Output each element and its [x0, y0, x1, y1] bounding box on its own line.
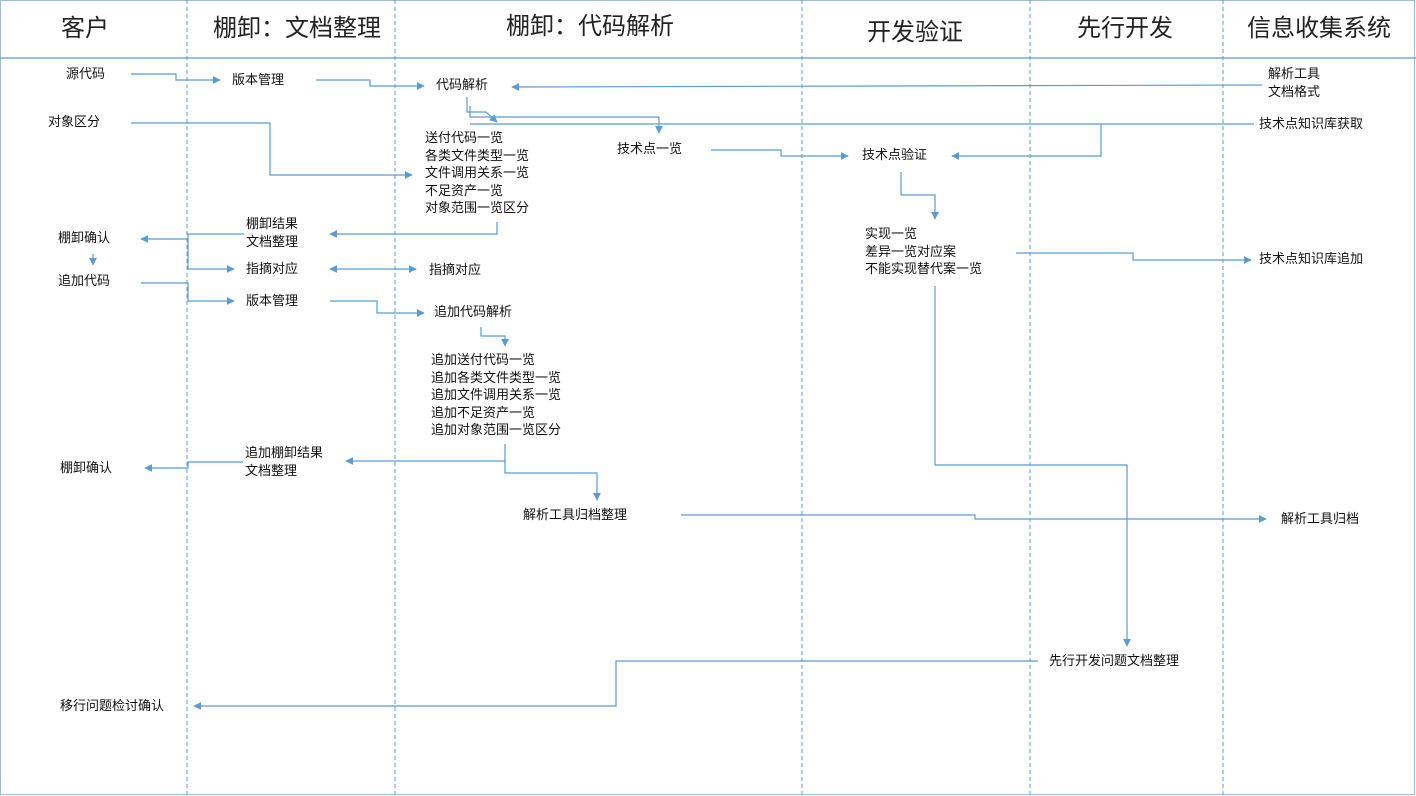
- node-add-code-parse: 追加代码解析: [434, 305, 513, 320]
- node-object-split: 对象区分: [48, 115, 101, 130]
- connector-parse-tool-to-code-parse: [511, 82, 1263, 91]
- node-tool-archive: 解析工具归档: [1281, 512, 1360, 527]
- connector-tech-verify-to-realize: [900, 172, 939, 220]
- connector-advance-issue-to-migration: [193, 660, 1038, 710]
- node-add-parse-outputs: 追加送付代码一览追加各类文件类型一览追加文件调用关系一览追加不足资产一览追加对象…: [431, 353, 562, 438]
- node-code-parse: 代码解析: [436, 78, 489, 93]
- node-inventory-confirm-2: 棚卸确认: [60, 461, 113, 476]
- connector-add-result-to-confirm-2: [144, 461, 243, 472]
- node-realize-list: 实现一览差异一览对应案不能实现替代案一览: [865, 227, 983, 277]
- lane-title-doc: 棚卸：文档整理: [213, 14, 381, 42]
- connector-kb-get-to-tech-verify: [951, 124, 1102, 160]
- connector-realize-to-kb-add: [1016, 252, 1252, 264]
- connector-outputs-to-inventory-result: [329, 222, 498, 238]
- node-inventory-confirm-1: 棚卸确认: [58, 231, 111, 246]
- lane-title-customer: 客户: [61, 14, 109, 42]
- connector-add-parse-to-outputs: [480, 327, 509, 347]
- connector-object-split-to-outputs: [131, 122, 413, 179]
- node-add-inventory-result: 追加棚卸结果文档整理: [245, 446, 324, 479]
- connector-source-code-to-version-mgmt: [131, 73, 221, 84]
- node-point-code: 指摘对应: [429, 263, 482, 278]
- node-migration-confirm: 移行问题检讨确认: [60, 699, 165, 714]
- lane-title-info: 信息收集系统: [1247, 14, 1391, 42]
- lane-dividers: [186, 0, 1224, 796]
- connectors: [89, 73, 1267, 710]
- connector-code-parse-to-tech-list: [469, 106, 663, 134]
- connector-tech-list-to-tech-verify: [711, 149, 849, 160]
- connector-version-mgmt-2-to-add-parse: [330, 300, 425, 317]
- connector-realize-to-advance-issue: [934, 286, 1131, 647]
- connector-tool-archive-org-to-archive: [681, 514, 1267, 523]
- node-tech-kb-get: 技术点知识库获取: [1259, 117, 1364, 132]
- connector-inventory-result-to-confirm: [140, 233, 244, 243]
- node-tech-verify: 技术点验证: [862, 148, 928, 163]
- lane-title-advance: 先行开发: [1077, 14, 1173, 42]
- node-point-doc: 指摘对应: [246, 262, 299, 277]
- node-source-code: 源代码: [66, 67, 106, 82]
- node-tech-kb-add: 技术点知识库追加: [1259, 252, 1364, 267]
- node-add-code: 追加代码: [58, 274, 111, 289]
- node-version-mgmt-1: 版本管理: [232, 73, 285, 88]
- node-inventory-result-1: 棚卸结果文档整理: [246, 217, 299, 250]
- node-advance-issue-doc: 先行开发问题文档整理: [1049, 654, 1180, 669]
- connector-version-mgmt-to-code-parse: [316, 79, 425, 90]
- connector-code-parse-to-outputs: [466, 97, 498, 123]
- node-version-mgmt-2: 版本管理: [246, 294, 299, 309]
- node-tool-archive-org: 解析工具归档整理: [523, 508, 628, 523]
- connector-add-code-to-version-mgmt-2: [141, 282, 235, 305]
- node-tech-list: 技术点一览: [617, 142, 683, 157]
- lane-title-verify: 开发验证: [867, 18, 963, 46]
- connector-add-outputs-to-add-result: [345, 444, 506, 465]
- connector-add-outputs-to-tool-archive-org: [504, 461, 601, 501]
- node-parse-outputs: 送付代码一览各类文件类型一览文件调用关系一览不足资产一览对象范围一览区分: [425, 131, 530, 216]
- lane-title-code: 棚卸：代码解析: [506, 12, 674, 40]
- connector-split-to-point-doc: [187, 239, 235, 273]
- node-parse-tool: 解析工具文档格式: [1268, 67, 1321, 100]
